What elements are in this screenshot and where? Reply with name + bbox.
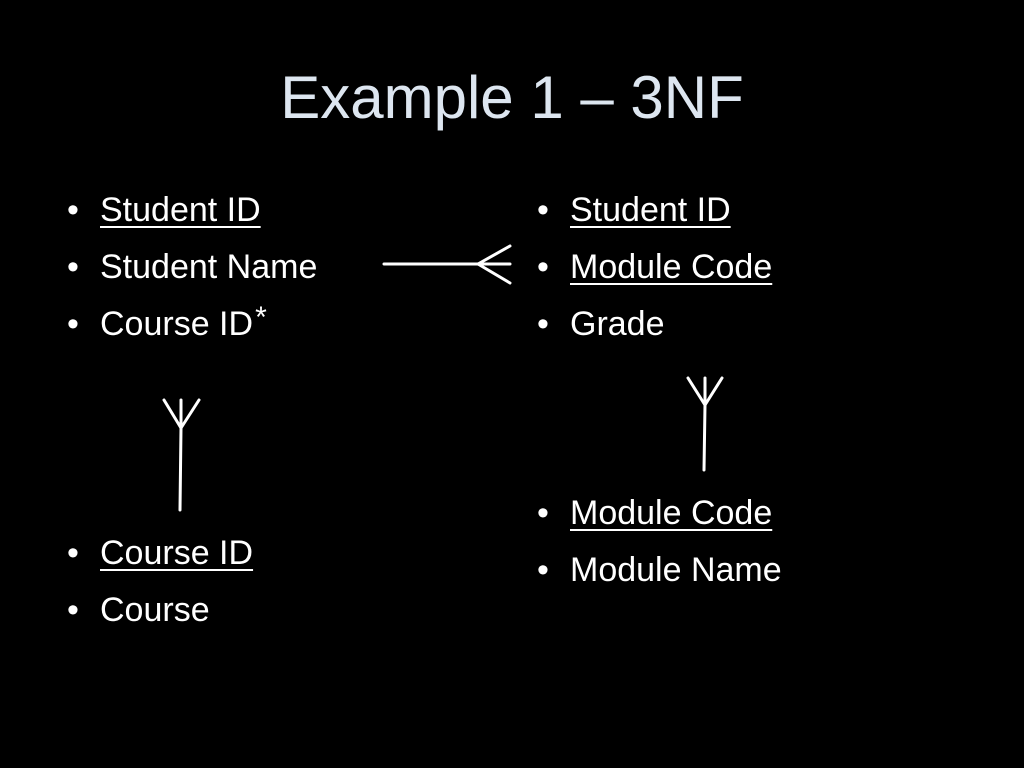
student-entity: • Student ID • Student Name • Course ID* xyxy=(58,190,317,361)
bullet: • xyxy=(537,248,549,286)
crows-foot-prong xyxy=(179,398,201,430)
crows-foot-prong xyxy=(162,398,183,430)
crows-foot-prong xyxy=(476,262,512,285)
bullet: • xyxy=(537,494,549,532)
module-field-module-code: • Module Code xyxy=(528,493,782,550)
foreign-key-marker: * xyxy=(255,301,267,334)
crows-foot-prong xyxy=(686,376,707,407)
crows-foot-prong xyxy=(703,376,724,407)
module-field-module-name: • Module Name xyxy=(528,550,782,607)
crows-foot-prong xyxy=(476,244,512,266)
bullet: • xyxy=(67,591,79,629)
course-field-course: • Course xyxy=(58,590,253,647)
field-label: Student Name xyxy=(100,248,318,286)
course-entity: • Course ID • Course xyxy=(58,533,253,647)
bullet: • xyxy=(537,305,549,343)
enrolment-entity: • Student ID • Module Code • Grade xyxy=(528,190,772,361)
connector-line xyxy=(178,426,183,512)
field-label: Course ID xyxy=(100,305,254,343)
field-label: Module Code xyxy=(570,248,773,286)
field-label: Course xyxy=(100,591,210,629)
enrolment-field-module-code: • Module Code xyxy=(528,247,772,304)
student-field-course-id: • Course ID* xyxy=(58,301,317,361)
field-label: Module Code xyxy=(570,494,773,532)
field-label: Student ID xyxy=(100,191,261,229)
connector-student-enrolment xyxy=(382,244,512,285)
field-label: Grade xyxy=(570,305,665,343)
slide-title: Example 1 – 3NF xyxy=(280,64,744,131)
student-field-student-name: • Student Name xyxy=(58,247,317,304)
bullet: • xyxy=(67,305,79,343)
bullet: • xyxy=(537,551,549,589)
course-field-course-id: • Course ID xyxy=(58,533,253,590)
field-label: Course ID xyxy=(100,534,254,572)
connector-course-student xyxy=(162,398,201,512)
field-label: Module Name xyxy=(570,551,782,589)
module-entity: • Module Code • Module Name xyxy=(528,493,782,607)
bullet: • xyxy=(67,534,79,572)
bullet: • xyxy=(67,191,79,229)
bullet: • xyxy=(537,191,549,229)
connector-line xyxy=(702,403,707,472)
field-label: Student ID xyxy=(570,191,731,229)
enrolment-field-grade: • Grade xyxy=(528,304,772,361)
enrolment-field-student-id: • Student ID xyxy=(528,190,772,247)
student-field-student-id: • Student ID xyxy=(58,190,317,247)
bullet: • xyxy=(67,248,79,286)
connector-module-enrolment xyxy=(686,376,724,472)
